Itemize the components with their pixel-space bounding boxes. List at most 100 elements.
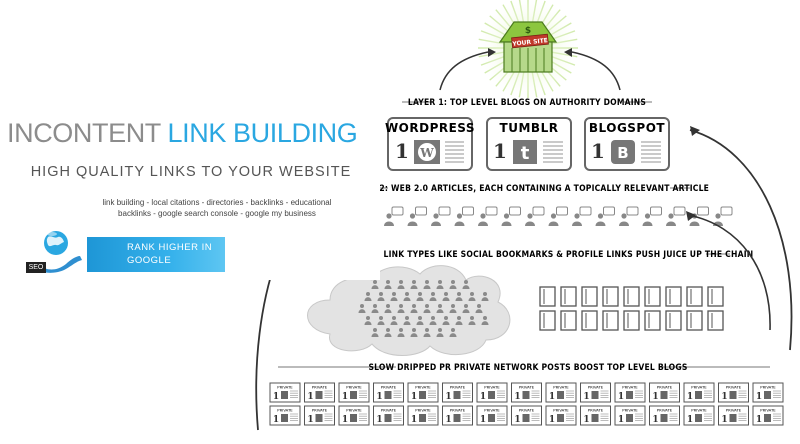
profile-link-icon [397,280,405,289]
site-sign-label: YOUR SITE [511,37,548,48]
bookmark-page-icon [707,286,724,307]
private-label: PRIVATE [691,385,707,390]
profile-link-icon [384,280,392,289]
web20-articles-row [384,206,733,226]
tumblr-icon: t [521,143,530,164]
profile-link-icon [364,316,372,325]
profile-link-icon [371,304,379,313]
profile-link-icon [449,328,457,337]
private-count: 1 [618,392,624,402]
private-count: 1 [756,415,762,425]
bookmark-page-icon [623,286,640,307]
blog-name: WORDPRESS [385,121,475,135]
profile-link-icon [416,316,424,325]
bookmark-page-icon [581,310,598,331]
private-count: 1 [445,392,451,402]
profile-link-icon [449,280,457,289]
private-label: PRIVATE [760,385,776,390]
blog-card-blogspot: BLOGSPOT 1 B [584,117,670,171]
profile-link-icon [384,304,392,313]
bookmark-page-icon [602,286,619,307]
profile-link-icon [416,292,424,301]
private-label: PRIVATE [726,408,742,413]
web20-article-icon [525,206,545,226]
profile-link-icon [475,304,483,313]
private-label: PRIVATE [346,408,362,413]
profile-link-icon [436,280,444,289]
blogspot-icon: B [617,144,628,162]
private-label: PRIVATE [312,408,328,413]
wordpress-icon: W [419,146,434,160]
bookmark-page-icon [644,310,661,331]
profile-link-icon [377,292,385,301]
profile-link-icon [455,316,463,325]
private-label: PRIVATE [277,385,293,390]
private-count: 1 [549,392,555,402]
web20-article-icon [431,206,451,226]
profile-link-icon [390,316,398,325]
profile-link-icon [410,328,418,337]
layer1-heading: LAYER 1: TOP LEVEL BLOGS ON AUTHORITY DO… [408,98,646,108]
web20-article-icon [384,206,404,226]
bookmark-page-icon [623,310,640,331]
web20-article-icon [548,206,568,226]
page-subtitle: HIGH QUALITY LINKS TO YOUR WEBSITE [30,164,352,180]
rank-higher-button[interactable]: RANK HIGHER IN GOOGLE [87,237,225,272]
web20-article-icon [572,206,592,226]
private-label: PRIVATE [657,408,673,413]
bookmark-page-icon [581,286,598,307]
private-label: PRIVATE [588,385,604,390]
profile-link-icon [410,304,418,313]
profile-link-icon [442,292,450,301]
private-label: PRIVATE [381,408,397,413]
private-label: PRIVATE [726,385,742,390]
your-site-building-icon: YOUR SITE $ [498,21,558,73]
private-count: 1 [721,392,727,402]
blog-name: TUMBLR [500,121,559,135]
private-label: PRIVATE [553,408,569,413]
bookmark-page-icon [560,286,577,307]
private-label: PRIVATE [346,385,362,390]
profile-link-icon [449,304,457,313]
private-count: 1 [480,392,486,402]
social-bookmarks-cloud [307,265,511,356]
service-tags: link building - local citations - direct… [92,197,342,219]
private-label: PRIVATE [691,408,707,413]
page-title: INCONTENT LINK BUILDING [7,118,358,149]
profile-link-icon [481,316,489,325]
web20-article-icon [454,206,474,226]
profile-link-icon [423,280,431,289]
layer3-heading: 3: DIVERSE LINK TYPES LIKE SOCIAL BOOKMA… [331,250,754,260]
title-part1: INCONTENT [7,118,161,148]
private-label: PRIVATE [484,408,500,413]
layer4-heading: SLOW DRIPPED PR PRIVATE NETWORK POSTS BO… [368,363,687,373]
private-count: 1 [273,415,279,425]
private-count: 1 [652,392,658,402]
bookmark-page-icon [602,310,619,331]
blog-card-tumblr: TUMBLR 1 t [486,117,572,171]
service-tags-line1: link building - local citations - direct… [102,198,332,207]
private-count: 1 [376,392,382,402]
private-label: PRIVATE [760,408,776,413]
bookmark-page-icon [686,286,703,307]
private-label: PRIVATE [588,408,604,413]
bookmark-page-icon [707,310,724,331]
private-label: PRIVATE [312,385,328,390]
profile-link-icon [455,292,463,301]
blog-count: 1 [395,139,409,163]
